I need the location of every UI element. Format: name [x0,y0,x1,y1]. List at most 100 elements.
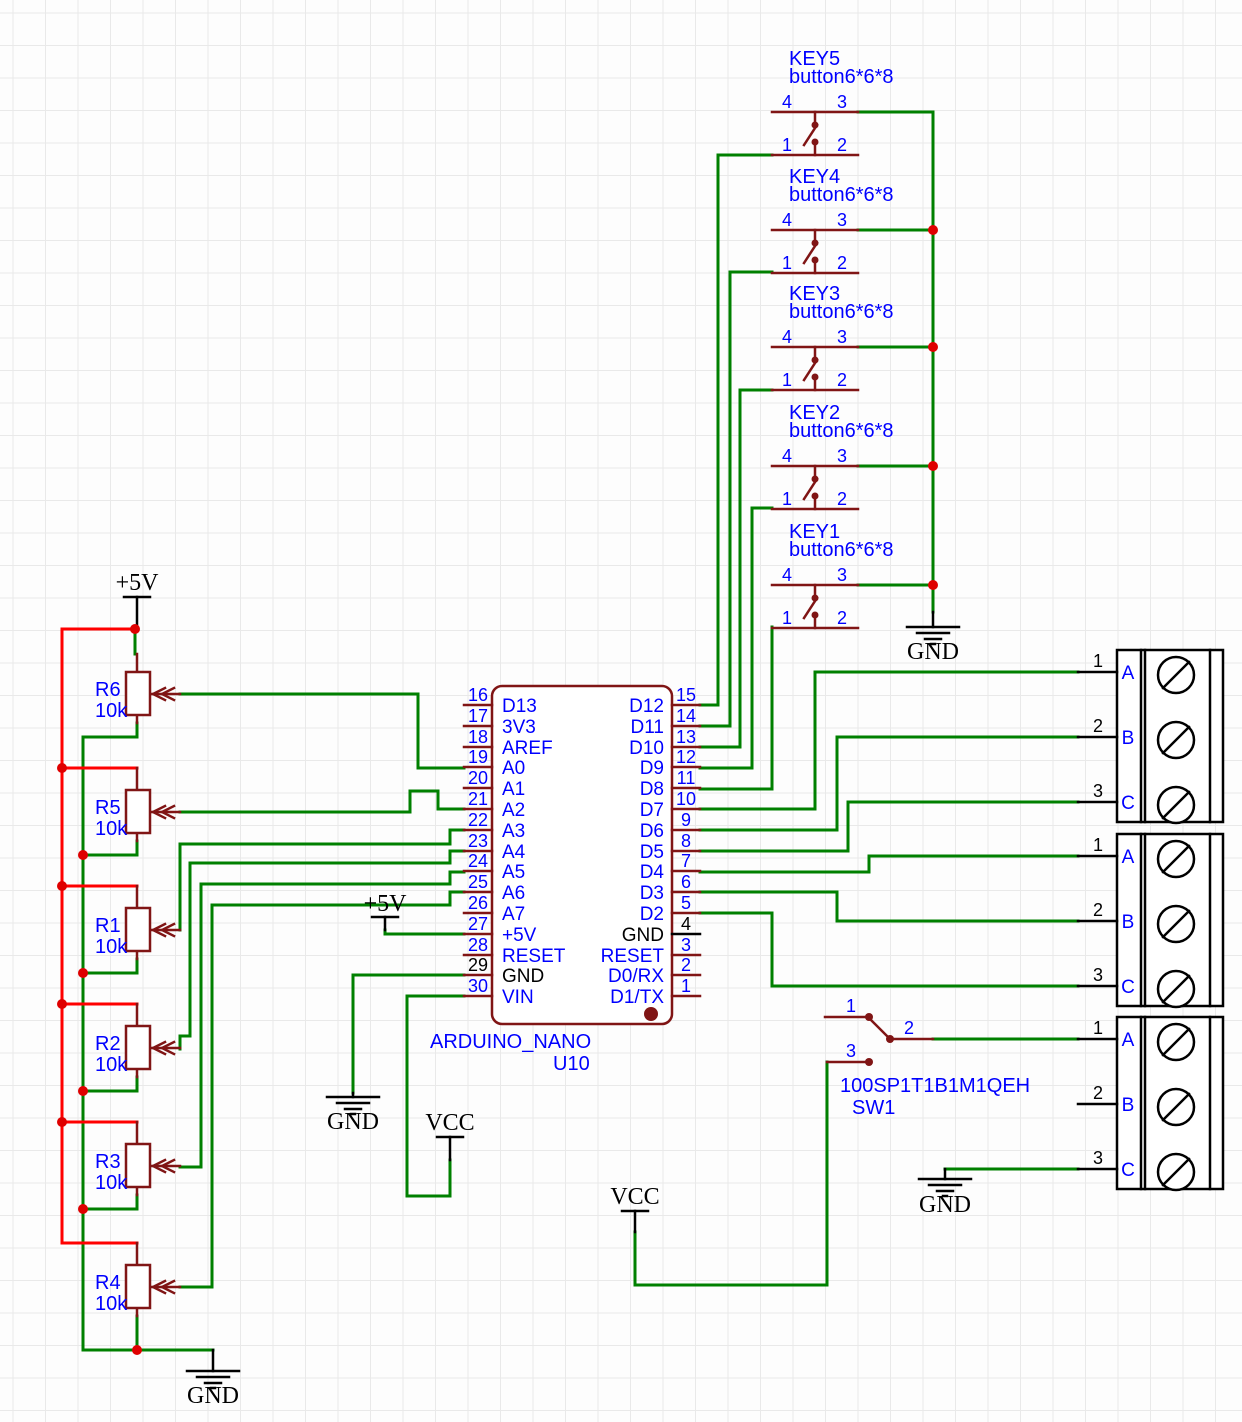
button-value[interactable]: button6*6*8 [789,420,894,442]
pot-value[interactable]: 10k [95,818,128,840]
vcc-net-label[interactable]: VCC [425,1110,474,1136]
button-actuator [802,123,819,147]
arduino-nano[interactable]: ARDUINO_NANO U10 [430,684,674,1075]
pot-ref[interactable]: R6 [95,679,121,701]
gnd-net-label[interactable]: GND [907,639,959,665]
wire-r3-a5[interactable] [178,870,466,1169]
wire-r5-a2[interactable] [178,789,466,814]
button-value[interactable]: button6*6*8 [789,539,894,561]
pot-value[interactable]: 10k [95,700,128,722]
junction-dot [928,580,938,590]
button-value[interactable]: button6*6*8 [789,184,894,206]
wire-key-chain[interactable] [856,110,935,614]
wire-key1-d8[interactable] [698,625,774,791]
tb-pin-number: 1 [1093,835,1103,855]
arduino-pin-name: +5V [502,925,537,946]
button-ref[interactable]: KEY5 [789,48,840,70]
button-pin-number: 2 [837,135,847,155]
arduino-pin-number: 14 [676,706,696,726]
pot-ref[interactable]: R2 [95,1033,121,1055]
pot-value[interactable]: 10k [95,1293,128,1315]
arduino-pin-name: D12 [629,696,664,717]
wire-r6-bottom[interactable] [81,721,139,739]
wire-vcc-sw3[interactable] [633,1060,829,1287]
arduino-pin-name: RESET [601,946,665,967]
wire-d7-tb1a[interactable] [698,670,1080,811]
arduino-pin-name: D11 [631,717,664,738]
wire-key3-d10[interactable] [698,388,774,749]
tb-screw-slot [1161,660,1191,690]
gnd-net-label[interactable]: GND [187,1383,239,1409]
arduino-pin-name: D6 [640,821,664,842]
wire-r5-bottom[interactable] [81,839,139,857]
wire-r2-bottom[interactable] [81,1075,139,1093]
wire-r2-a4[interactable] [178,849,466,1051]
junction-dot [57,881,67,891]
pot-body[interactable] [124,1142,152,1189]
arduino-ref[interactable]: U10 [553,1053,590,1075]
wire-5v-pin27[interactable] [383,928,466,936]
button-value[interactable]: button6*6*8 [789,66,894,88]
wire-r3-bottom[interactable] [81,1193,139,1211]
pot-ref[interactable]: R1 [95,915,121,937]
pot-body[interactable] [124,1024,152,1071]
button-ref[interactable]: KEY3 [789,283,840,305]
arduino-pin-number: 16 [468,685,488,705]
arduino-pin-number: 6 [681,872,691,892]
pot-ref[interactable]: R3 [95,1151,121,1173]
wire-d4-tb2a[interactable] [698,854,1080,874]
gnd-net-label[interactable]: GND [327,1109,379,1135]
wire-key2-d9[interactable] [698,506,774,770]
pot-body[interactable] [124,670,152,717]
wire-r4-a6[interactable] [178,890,466,1289]
button-ref[interactable]: KEY2 [789,402,840,424]
vcc-net-label[interactable]: VCC [610,1184,659,1210]
switch-sw1[interactable]: 1 2 3 100SP1T1B1M1QEH SW1 [823,996,1030,1119]
pot-wiper-arrow [150,686,167,702]
button-pin-number: 1 [782,253,792,273]
wire-d3-tb2b[interactable] [698,890,1080,923]
arduino-pin-number: 26 [468,893,488,913]
wire-5v-rail[interactable] [60,627,139,1245]
pot-body[interactable] [124,788,152,835]
pot-wiper-arrow [150,1279,167,1295]
sw1-lever[interactable] [869,1018,890,1039]
button-ref[interactable]: KEY1 [789,521,840,543]
wire-r1-a3[interactable] [178,828,466,932]
wire-r1-bottom[interactable] [81,957,139,975]
pot-wiper-arrow [159,1040,176,1056]
wire-vin-vcc[interactable] [405,994,466,1198]
button-ref[interactable]: KEY4 [789,166,840,188]
junction-dot [928,461,938,471]
wire-key4-d11[interactable] [698,270,774,728]
button-pin-number: 3 [837,210,847,230]
wire-gnd-rail[interactable] [81,735,215,1352]
wire-d6-tb1b[interactable] [698,735,1080,832]
button-pin-number: 2 [837,608,847,628]
pot-ref[interactable]: R4 [95,1272,121,1294]
wire-key5-d12[interactable] [698,153,774,707]
arduino-pin-name: A2 [502,800,525,821]
button-value[interactable]: button6*6*8 [789,301,894,323]
wire-r6-a0[interactable] [178,692,466,770]
sw1-ref[interactable]: SW1 [852,1097,895,1119]
pot-ref[interactable]: R5 [95,797,121,819]
wire-gnd-pin29[interactable] [351,973,466,1095]
pot-value[interactable]: 10k [95,936,128,958]
wire-d2-tb2c[interactable] [698,911,1080,988]
pot-body[interactable] [124,906,152,953]
arduino-pin-number: 24 [468,851,488,871]
sw1-value[interactable]: 100SP1T1B1M1QEH [840,1075,1030,1097]
button-actuator [802,477,819,501]
plus5v-net-label[interactable]: +5V [116,570,160,596]
gnd-net-label[interactable]: GND [919,1192,971,1218]
pot-body[interactable] [124,1263,152,1310]
pot-value[interactable]: 10k [95,1172,128,1194]
pot-wiper-arrow [159,686,176,702]
button-pin-number: 2 [837,370,847,390]
plus5v-net-label[interactable]: +5V [364,891,408,917]
arduino-name[interactable]: ARDUINO_NANO [430,1031,591,1053]
arduino-body[interactable] [490,684,674,1026]
wire-d5-tb1c[interactable] [698,800,1080,853]
pot-value[interactable]: 10k [95,1054,128,1076]
